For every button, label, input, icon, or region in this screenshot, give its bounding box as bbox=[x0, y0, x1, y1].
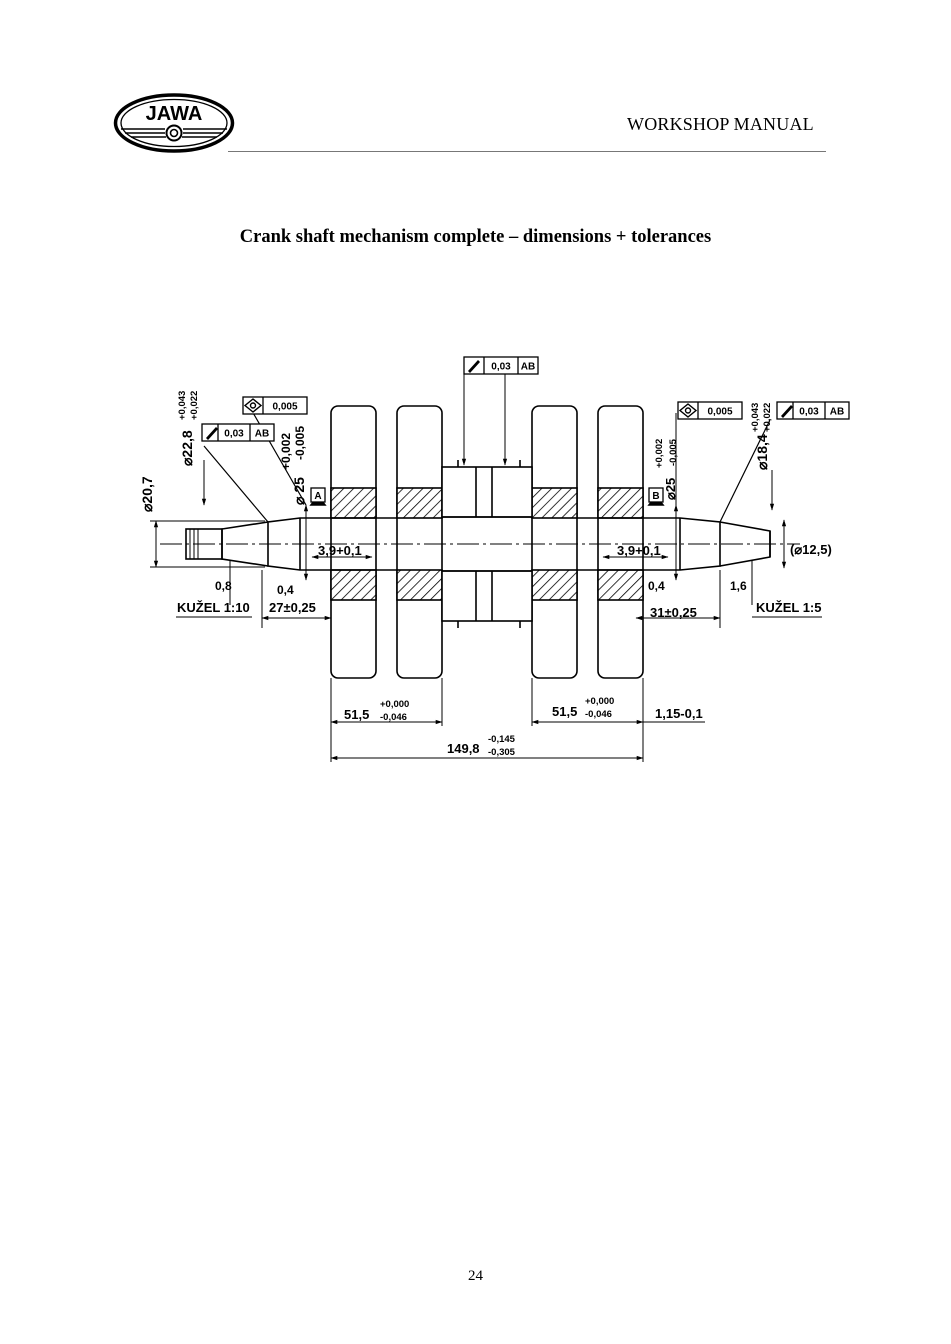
left-dia-25-tol-lower: -0,005 bbox=[293, 426, 307, 460]
left-width-tol-upper: +0,000 bbox=[380, 699, 409, 710]
right-width-tol-upper: +0,000 bbox=[585, 696, 614, 707]
right-dia-25-tol-lower: -0,005 bbox=[668, 438, 679, 466]
crank-web-2 bbox=[396, 405, 443, 679]
left-dia-25-label: ⌀ 25 bbox=[291, 477, 307, 505]
crank-web-4 bbox=[597, 405, 644, 679]
frame-right-runout-value: 0,03 bbox=[799, 407, 819, 418]
roughness-left-0-4: 0,4 bbox=[277, 583, 294, 597]
datum-b: B bbox=[652, 491, 659, 502]
right-width-label: 51,5 bbox=[552, 704, 577, 719]
dia-18-4-tol-upper: +0,043 bbox=[750, 403, 761, 432]
page-title: Crank shaft mechanism complete – dimensi… bbox=[239, 227, 712, 247]
dia-22-8-tol-upper: +0,043 bbox=[177, 391, 188, 420]
dia-22-8-tol-lower: +0,022 bbox=[189, 391, 200, 420]
right-length-label: 31±0,25 bbox=[650, 605, 697, 620]
runout-icon bbox=[781, 405, 793, 418]
dia-18-4-tol-lower: +0,022 bbox=[762, 403, 773, 432]
tolerance-frames bbox=[201, 356, 850, 503]
left-taper-label: KUŽEL 1:10 bbox=[177, 600, 250, 615]
left-dia-25-tol-upper: +0,002 bbox=[279, 433, 293, 470]
right-taper-label: KUŽEL 1:5 bbox=[756, 600, 822, 615]
frame-right-position-value: 0,005 bbox=[707, 407, 732, 418]
roughness-right-0-4: 0,4 bbox=[648, 579, 665, 593]
roughness-1-6: 1,6 bbox=[730, 579, 747, 593]
right-width-tol-lower: -0,046 bbox=[585, 709, 612, 720]
header-divider bbox=[228, 151, 826, 152]
right-dia-25-label: ⌀25 bbox=[663, 478, 678, 500]
overall-tol-lower: -0,305 bbox=[488, 747, 516, 758]
frame-left-runout-datum: AB bbox=[255, 429, 269, 440]
frame-top-value: 0,03 bbox=[491, 362, 511, 373]
right-shoulder-label: 3,9+0,1 bbox=[617, 543, 661, 558]
left-width-tol-lower: -0,046 bbox=[380, 712, 407, 723]
overall-tol-upper: -0,145 bbox=[488, 734, 516, 745]
left-length-label: 27±0,25 bbox=[269, 600, 316, 615]
roughness-0-8: 0,8 bbox=[215, 579, 232, 593]
crankshaft-drawing: 0,03 AB 0,005 0,03 AB 0,005 0,03 AB A B … bbox=[139, 356, 850, 762]
frame-left-position-value: 0,005 bbox=[272, 402, 297, 413]
right-dia-25-tol-upper: +0,002 bbox=[654, 439, 665, 468]
header-title: WORKSHOP MANUAL bbox=[627, 114, 814, 134]
dia-22-8-label: ⌀22,8 bbox=[179, 430, 195, 466]
tolerance-symbols bbox=[206, 360, 793, 440]
frame-left-runout-value: 0,03 bbox=[224, 429, 244, 440]
geometry bbox=[150, 374, 822, 762]
crank-web-3 bbox=[531, 405, 578, 679]
overall-length-label: 149,8 bbox=[447, 741, 480, 756]
runout-icon bbox=[468, 360, 480, 373]
datum-a: A bbox=[314, 491, 321, 502]
position-icon bbox=[243, 398, 263, 413]
left-width-label: 51,5 bbox=[344, 707, 369, 722]
right-offset-label: 1,15-0,1 bbox=[655, 706, 703, 721]
frame-right-runout-datum: AB bbox=[830, 407, 844, 418]
left-shoulder-label: 3,9+0,1 bbox=[318, 543, 362, 558]
dia-18-4-label: ⌀18,4 bbox=[754, 434, 770, 470]
dia-20-7-label: ⌀20,7 bbox=[139, 476, 155, 512]
runout-icon bbox=[206, 427, 218, 440]
logo-text: JAWA bbox=[146, 103, 203, 125]
dia-12-5-label: (⌀12,5) bbox=[790, 542, 832, 557]
frame-top-datum: AB bbox=[521, 362, 535, 373]
page-number: 24 bbox=[468, 1268, 483, 1284]
position-icon bbox=[678, 403, 698, 418]
crank-web-1 bbox=[330, 405, 377, 679]
jawa-logo: JAWA bbox=[113, 93, 235, 153]
